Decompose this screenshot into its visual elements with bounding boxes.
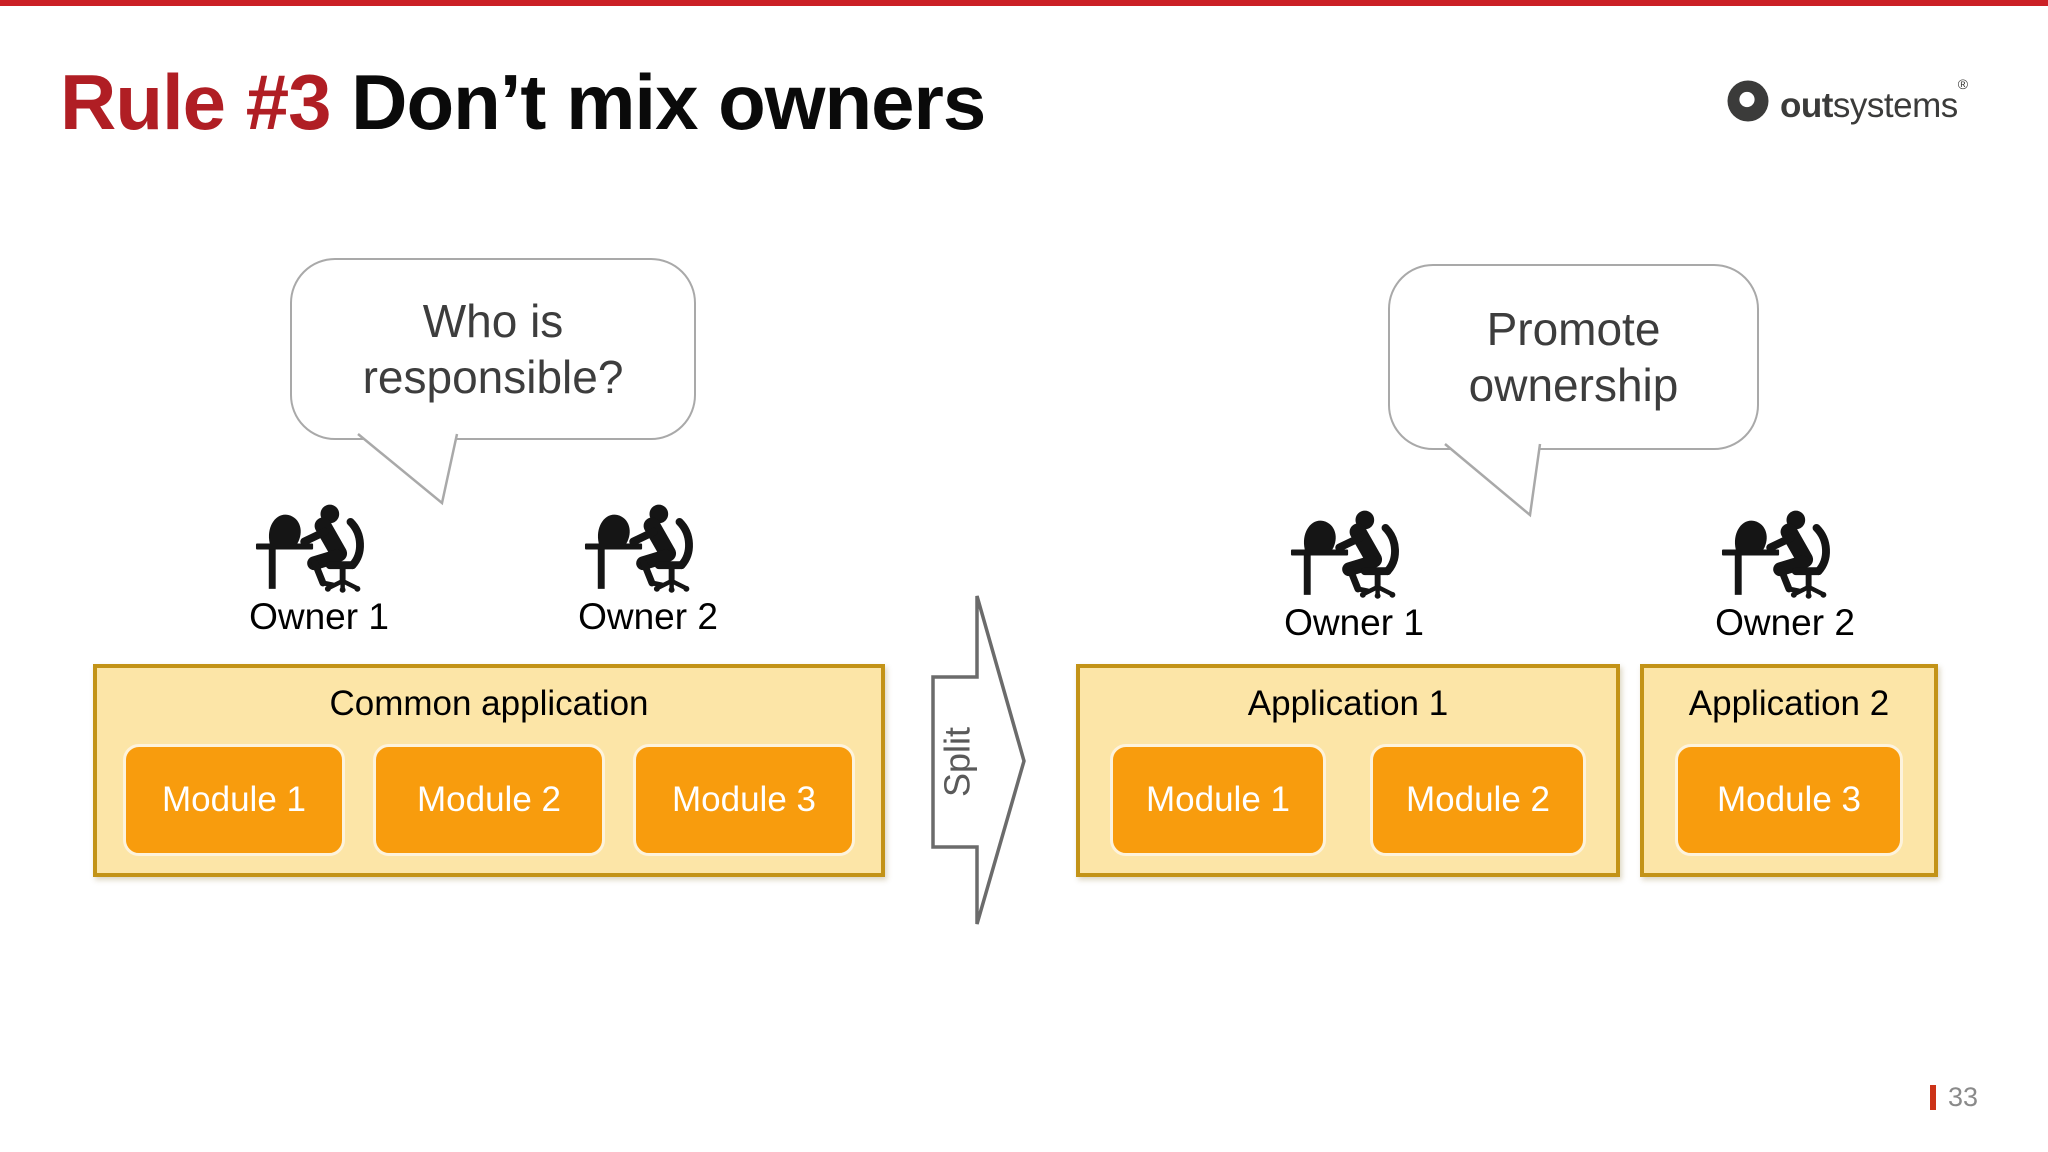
page-title: Rule #3 Don’t mix owners [60, 58, 986, 148]
owner-1-right: Owner 1 [1234, 506, 1474, 644]
application-box-title: Common application [329, 684, 649, 723]
title-text: Don’t mix owners [330, 58, 986, 146]
bubble-line-1: Who is [422, 294, 564, 347]
owner-label: Owner 2 [1715, 602, 1855, 643]
owner-1-left: Owner 1 [199, 500, 439, 638]
application-1-box: Application 1 Module 1 Module 2 [1076, 664, 1620, 877]
person-at-desk-icon [584, 500, 712, 594]
speech-bubble-tail [1444, 443, 1542, 518]
owner-2-left: Owner 2 [528, 500, 768, 638]
module-box: Module 2 [1370, 744, 1586, 856]
page-number: 33 [1948, 1082, 1979, 1112]
owner-label: Owner 1 [1284, 602, 1424, 643]
logo-word-out: out [1780, 86, 1833, 125]
title-rule-number: Rule #3 [60, 58, 331, 146]
speech-bubble-who-is-responsible: Who is responsible? [290, 258, 696, 440]
person-at-desk-icon [255, 500, 383, 594]
footer-tick-icon [1930, 1085, 1936, 1110]
person-at-desk-icon [1721, 506, 1849, 600]
owner-label: Owner 2 [578, 596, 718, 637]
module-box: Module 2 [373, 744, 605, 856]
logo-word-systems: systems [1832, 86, 1958, 125]
speech-bubble-promote-ownership: Promote ownership [1388, 264, 1759, 450]
module-box: Module 3 [633, 744, 855, 856]
footer: 33 [1930, 1082, 1978, 1113]
owner-2-right: Owner 2 [1665, 506, 1905, 644]
split-arrow-label: Split [937, 727, 978, 797]
application-box-title: Application 1 [1247, 684, 1449, 723]
module-box: Module 3 [1675, 744, 1903, 856]
top-accent-bar [0, 0, 2048, 6]
bubble-line-2: ownership [1468, 359, 1679, 411]
bubble-line-1: Promote [1486, 302, 1661, 355]
split-arrow: Split [931, 595, 1026, 925]
registered-mark: ® [1957, 76, 1968, 92]
application-box-title: Application 2 [1688, 684, 1890, 723]
speech-bubble-tail [357, 433, 459, 506]
outsystems-donut-icon [1727, 80, 1769, 122]
outsystems-logo: outsystems® [1726, 76, 1968, 126]
logo-wordmark: outsystems® [1780, 76, 1968, 126]
bubble-line-2: responsible? [362, 351, 624, 403]
common-application-box: Common application Module 1 Module 2 Mod… [93, 664, 885, 877]
application-2-box: Application 2 Module 3 [1640, 664, 1938, 877]
module-box: Module 1 [1110, 744, 1326, 856]
person-at-desk-icon [1290, 506, 1418, 600]
module-box: Module 1 [123, 744, 345, 856]
owner-label: Owner 1 [249, 596, 389, 637]
